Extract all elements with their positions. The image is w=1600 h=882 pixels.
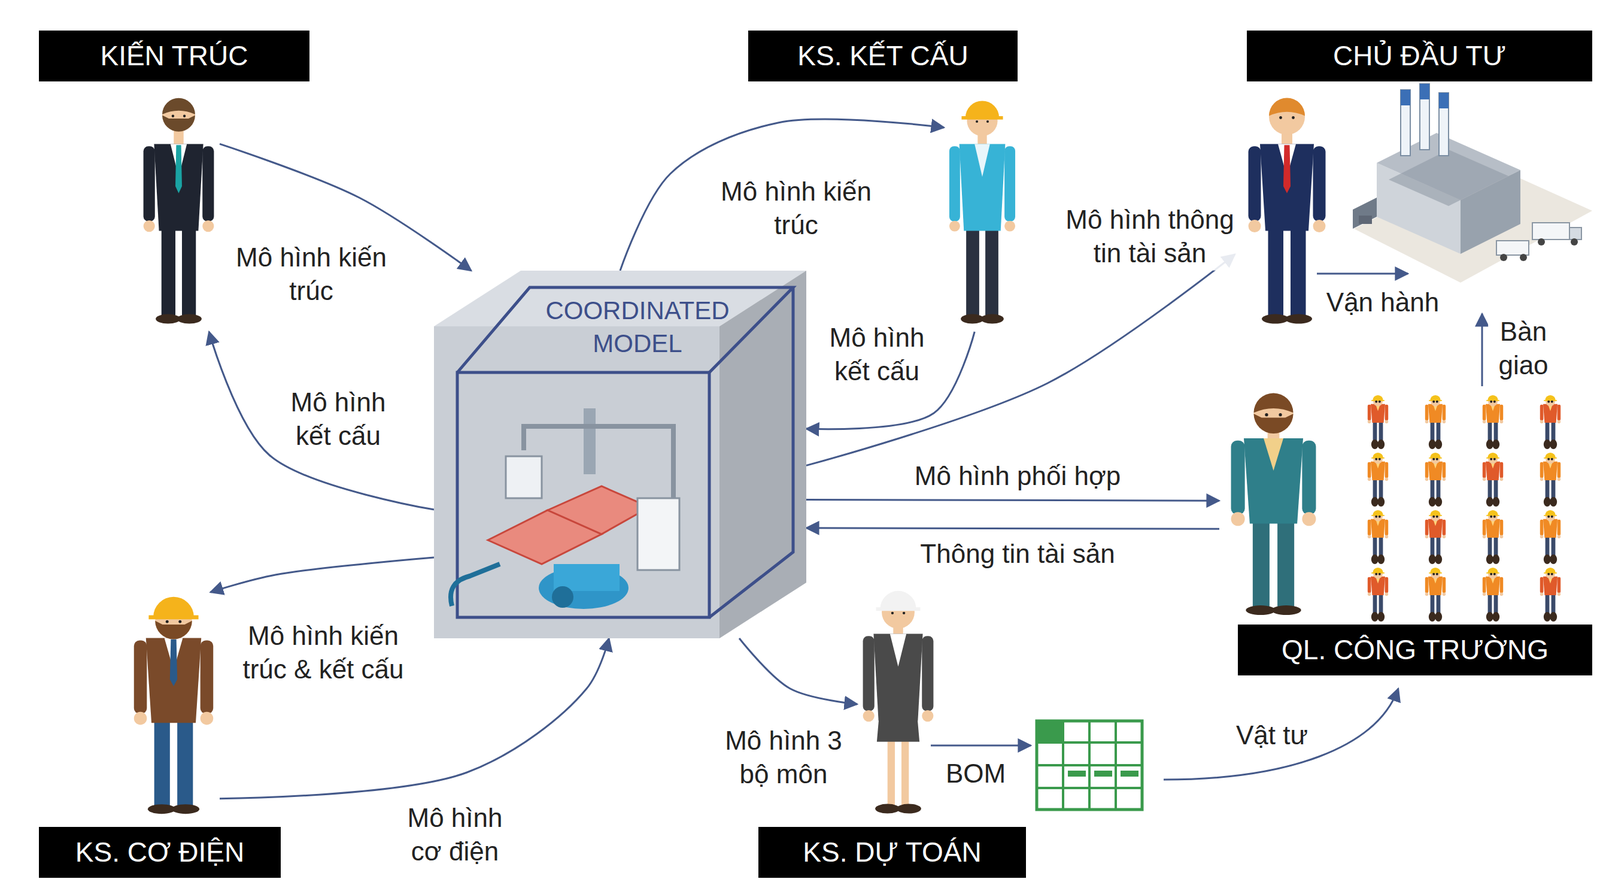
role-band: KS. KẾT CẤU bbox=[748, 30, 1018, 82]
edge-label: Mô hình kết cấu bbox=[278, 385, 398, 454]
edge-label: Mô hình 3 bộ môn bbox=[717, 723, 851, 792]
edge-label: Mô hình phối hợp bbox=[912, 459, 1123, 493]
worker-figure bbox=[1425, 452, 1446, 507]
flow-arrow bbox=[208, 331, 434, 510]
worker-figure bbox=[1367, 509, 1389, 564]
structural-engineer-figure bbox=[949, 100, 1016, 324]
flow-label: Vận hành bbox=[1324, 285, 1442, 320]
flow-arrow bbox=[210, 557, 434, 592]
edge-label: Mô hình thông tin tài sản bbox=[1057, 202, 1243, 271]
owner-figure bbox=[1248, 98, 1326, 324]
estimator-figure bbox=[863, 590, 934, 814]
role-node: QL. CÔNG TRƯỜNG bbox=[1219, 387, 1593, 623]
bom-arrow bbox=[930, 744, 1031, 747]
role-band: KS. CƠ ĐIỆN bbox=[38, 826, 281, 878]
flow-arrow bbox=[806, 527, 1220, 529]
worker-figure bbox=[1425, 509, 1446, 564]
role-band: KS. DỰ TOÁN bbox=[758, 826, 1026, 878]
edge-label: Mô hình cơ điện bbox=[395, 800, 515, 869]
flow-arrow bbox=[806, 254, 1235, 466]
worker-figure bbox=[1482, 452, 1504, 507]
architect-figure bbox=[143, 98, 215, 324]
operate-arrow bbox=[1316, 272, 1408, 275]
worker-figure bbox=[1482, 395, 1504, 449]
model-title: COORDINATED MODEL bbox=[529, 294, 746, 360]
role-band: QL. CÔNG TRƯỜNG bbox=[1237, 624, 1593, 676]
flow-label: BOM bbox=[943, 756, 1009, 791]
role-node: KS. CƠ ĐIỆN bbox=[127, 591, 220, 822]
role-band: KIẾN TRÚC bbox=[38, 30, 310, 82]
edge-label: Mô hình kiến trúc bbox=[706, 174, 886, 243]
worker-figure bbox=[1540, 509, 1561, 564]
worker-figure bbox=[1540, 395, 1561, 449]
worker-figure bbox=[1482, 509, 1504, 564]
edge-label: Mô hình kiến trúc bbox=[222, 240, 401, 309]
role-band: CHỦ ĐẦU TƯ bbox=[1246, 30, 1593, 82]
edge-label: Mô hình kiến trúc & kết cấu bbox=[225, 618, 422, 687]
worker-figure bbox=[1425, 567, 1446, 622]
role-node: KS. KẾT CẤU bbox=[943, 96, 1021, 332]
material-arrow bbox=[1163, 688, 1399, 780]
flow-label: Vật tư bbox=[1233, 718, 1311, 752]
edge-label: Thông tin tài sản bbox=[917, 536, 1117, 571]
worker-figure bbox=[1367, 452, 1389, 507]
model-cube bbox=[433, 270, 807, 639]
spreadsheet-icon bbox=[1036, 720, 1143, 810]
flow-arrow bbox=[620, 119, 944, 271]
factory-illustration bbox=[1352, 83, 1593, 283]
model-node: COORDINATED MODEL bbox=[433, 270, 807, 639]
worker-figure bbox=[1540, 567, 1561, 622]
role-node: KS. DỰ TOÁN bbox=[857, 586, 940, 822]
handover-arrow bbox=[1481, 313, 1484, 387]
worker-figure bbox=[1367, 567, 1389, 622]
worker-figure bbox=[1367, 395, 1389, 449]
flow-label: Bàn giao bbox=[1488, 314, 1559, 383]
site-manager-figure bbox=[1231, 392, 1317, 615]
worker-figure bbox=[1425, 395, 1446, 449]
worker-figure bbox=[1482, 567, 1504, 622]
flow-arrow bbox=[739, 638, 858, 704]
worker-figure bbox=[1540, 452, 1561, 507]
mep-engineer-figure bbox=[134, 596, 214, 814]
role-node: KIẾN TRÚC bbox=[137, 96, 220, 332]
edge-label: Mô hình kết cấu bbox=[817, 320, 937, 389]
flow-arrow bbox=[806, 499, 1220, 502]
